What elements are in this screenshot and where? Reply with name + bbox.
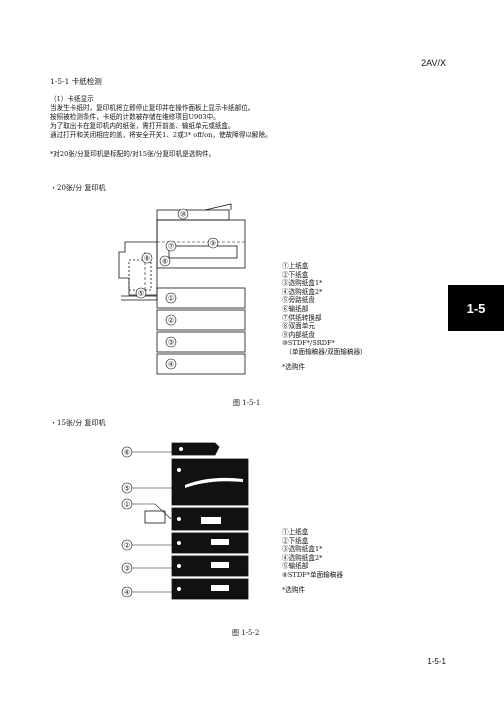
cassette-1-shape — [156, 287, 246, 309]
callout-4: ④ — [168, 361, 174, 369]
legend-item: （单面输稿器/双面输稿器） — [282, 347, 367, 356]
legend-item: ⑦供纸转换部 — [282, 313, 322, 322]
figure1-caption: 图 1-5-1 — [233, 399, 261, 407]
figure2-heading: ・15张/分 复印机 — [50, 419, 106, 427]
legend-item: ②下纸盒 — [282, 536, 309, 545]
figure1-heading: ・20张/分 复印机 — [50, 184, 106, 192]
page-number: 1-5-1 — [427, 657, 446, 666]
legend-item: ⑨内部纸盘 — [282, 330, 315, 339]
subsection-title: （1）卡纸显示 — [50, 95, 94, 103]
callout-7: ⑦ — [168, 243, 174, 251]
legend-item: ⑥输纸部 — [282, 304, 309, 313]
paragraph-3: 为了取出卡在复印机内的纸张，需打开前盖、输纸单元或纸盒。 — [50, 122, 235, 130]
callout-2: ② — [124, 542, 130, 550]
callout-6: ⑥ — [124, 449, 130, 457]
legend-item: ⑧双面单元 — [282, 322, 315, 331]
figure2-legend: ①上纸盒 ②下纸盒 ③选购纸盒1* ④选购纸盒2* ⑤输纸部 ⑥STDF*单面输… — [282, 528, 343, 594]
copier-20ppm-diagram: ⑩ ⑨ ⑦ ⑧ ⑥ ⑤ ① ② ③ ④ — [118, 203, 246, 375]
legend-item: ②下纸盒 — [282, 270, 309, 279]
paragraph-4: 通过打开和关闭相应的盖，将安全开关1、2或3* off/on，使故障得以解除。 — [50, 131, 272, 139]
section-title: 1-5-1 卡纸检测 — [50, 77, 102, 86]
paragraph-2: 按照被检测条件，卡纸的计数被存储在维修项目U903中。 — [50, 113, 220, 121]
callout-5: ⑤ — [138, 290, 144, 298]
callout-3: ③ — [168, 339, 174, 347]
callout-5: ⑤ — [124, 485, 130, 493]
cassette-4-shape — [171, 578, 249, 600]
footnote: *对20张/分复印机是标配的/对15张/分复印机是选购件。 — [50, 150, 216, 158]
legend-item: ④选购纸盒2* — [282, 287, 323, 296]
legend-item: ④选购纸盒2* — [282, 553, 323, 562]
callout-6: ⑥ — [162, 258, 168, 266]
paragraph-1: 当发生卡纸时，复印机将立即停止复印并在操作面板上显示卡纸部位。 — [50, 104, 255, 112]
callout-9: ⑨ — [210, 240, 216, 248]
cassette-3-shape — [171, 555, 249, 577]
callout-4: ④ — [124, 589, 130, 597]
callout-2: ② — [168, 317, 174, 325]
inner-tray-shape — [168, 245, 238, 259]
figure1-legend: ①上纸盒 ②下纸盒 ③选购纸盒1* ④选购纸盒2* ⑤旁路纸盘 ⑥输纸部 ⑦供纸… — [282, 262, 367, 371]
cassette-3-shape — [156, 331, 246, 353]
callout-1: ① — [168, 295, 174, 303]
figure2-caption: 图 1-5-2 — [232, 629, 260, 637]
model-header: 2AV/X — [421, 58, 446, 68]
callout-8: ⑧ — [144, 255, 150, 263]
legend-note: *选购件 — [282, 362, 306, 371]
legend-item: ①上纸盒 — [282, 528, 309, 536]
legend-item: ⑩STDF*/SRDF* — [282, 339, 335, 348]
cassette-2-shape — [171, 532, 249, 554]
legend-item: ①上纸盒 — [282, 262, 309, 270]
legend-item: ③选购纸盒1* — [282, 279, 323, 288]
chapter-tab: 1-5 — [448, 285, 504, 331]
callout-10: ⑩ — [180, 211, 186, 219]
legend-item: ⑥STDF*单面输稿器 — [282, 570, 343, 579]
legend-item: ⑤输纸部 — [282, 562, 309, 571]
legend-item: ③选购纸盒1* — [282, 545, 323, 554]
callout-1: ① — [124, 501, 130, 509]
bypass-tray-shape — [144, 510, 166, 524]
copier-15ppm-diagram: ⑥ ⑤ ① ② ③ ④ — [121, 442, 249, 600]
stdf-shape — [171, 442, 220, 456]
cassette-2-shape — [156, 309, 246, 331]
feeder-tray-shape — [204, 203, 232, 211]
legend-note: *选购件 — [282, 585, 306, 594]
stdf-shape — [156, 209, 230, 221]
legend-item: ⑤旁路纸盘 — [282, 296, 315, 305]
cassette-4-shape — [156, 353, 246, 375]
callout-3: ③ — [124, 565, 130, 573]
